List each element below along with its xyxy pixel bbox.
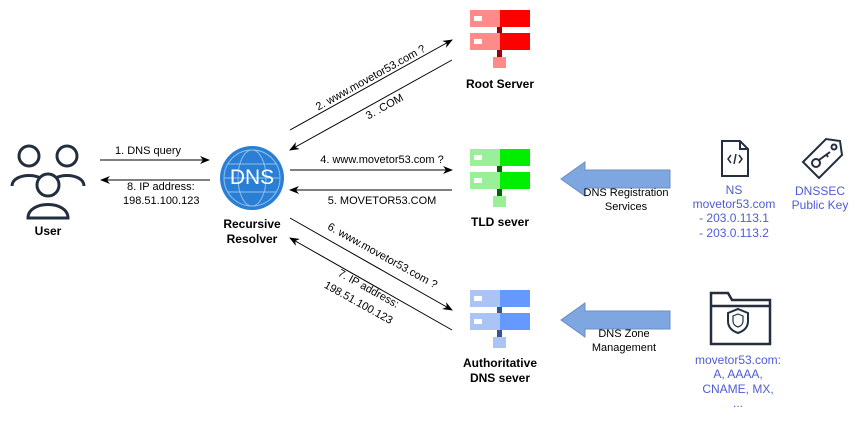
step-1-label: 1. DNS query — [115, 145, 182, 157]
dnssec-label-line1: DNSSEC — [794, 184, 845, 198]
zone-record-line2: A, AAAA, — [713, 367, 763, 381]
secure-folder-icon — [709, 291, 772, 346]
arrow-step-3 — [289, 59, 453, 151]
zone-block-arrow — [560, 302, 671, 338]
user-label: User — [34, 224, 62, 238]
ns-record-line3: - 203.0.113.1 — [699, 211, 769, 225]
root-server-icon — [470, 10, 530, 68]
zone-record-line1: movetor53.com: — [694, 353, 782, 367]
registration-block-arrow — [560, 161, 671, 197]
tld-server-label: TLD sever — [470, 215, 530, 229]
dns-globe-icon — [220, 146, 284, 210]
ns-record-line4: - 203.0.113.2 — [699, 226, 769, 240]
authoritative-label-line2: DNS sever — [469, 371, 531, 385]
arrow-step-6 — [289, 217, 453, 311]
step-8-label-line2: 198.51.100.123 — [123, 195, 200, 207]
tld-server-icon — [470, 149, 530, 207]
ns-record-line2: movetor53.com — [692, 197, 776, 211]
step-5-label: 5. MOVETOR53.COM — [327, 195, 437, 207]
authoritative-server-icon — [470, 290, 530, 348]
zone-record-line4: ... — [732, 396, 743, 410]
authoritative-label-line1: Authoritative — [462, 356, 537, 370]
flow-arrows — [100, 39, 453, 331]
arrow-step-7 — [289, 237, 453, 331]
root-server-label: Root Server — [465, 77, 535, 91]
registration-label-line1: DNS Registration — [583, 187, 669, 199]
key-tag-icon — [801, 137, 844, 180]
dns-badge-label: DNS — [229, 166, 275, 189]
zone-label-line2: Management — [591, 342, 657, 354]
arrow-step-2 — [289, 39, 453, 131]
zone-label-line1: DNS Zone — [598, 328, 650, 340]
dnssec-label-line2: Public Key — [791, 198, 849, 212]
step-8-label-line1: 8. IP address: — [127, 181, 195, 193]
resolver-label-line1: Recursive — [223, 217, 281, 231]
zone-record-line3: CNAME, MX, — [702, 382, 774, 396]
resolver-label-line2: Resolver — [226, 232, 278, 246]
ns-record-line1: NS — [725, 183, 743, 197]
code-file-icon — [721, 140, 749, 177]
user-group-icon — [10, 144, 86, 220]
step-4-label: 4. www.movetor53.com ? — [320, 154, 444, 166]
registration-label-line2: Services — [604, 201, 648, 213]
